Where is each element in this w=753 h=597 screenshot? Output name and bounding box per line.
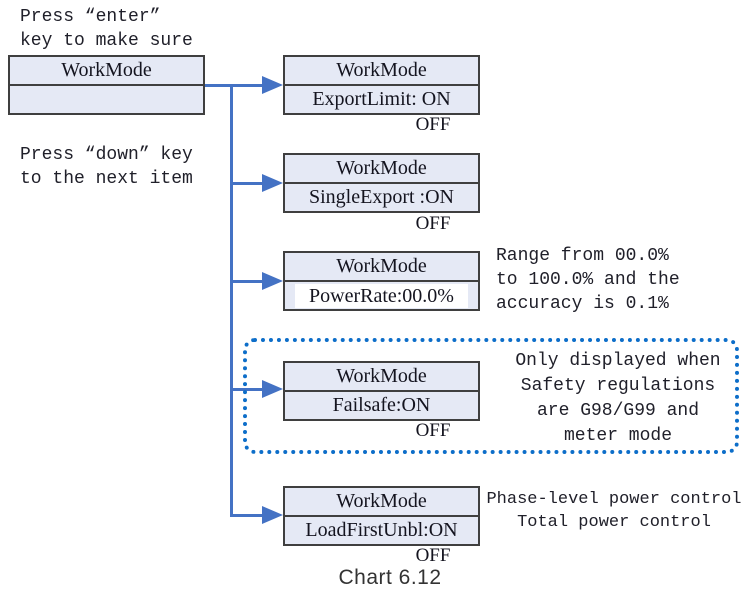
connector-branch-3 [230, 280, 265, 283]
root-workmode-box: WorkMode [8, 55, 205, 115]
arrow-icon-1 [262, 76, 283, 94]
branch-5-body: LoadFirstUnbl:ON [305, 519, 458, 541]
connector-branch-2 [230, 182, 265, 185]
instruction-press-enter: Press “enter” key to make sure [20, 7, 193, 51]
branch-5-title: WorkMode [285, 488, 478, 517]
arrow-icon-5 [262, 506, 283, 524]
branch-4-body: Failsafe:ON [332, 394, 431, 416]
chart-caption: Chart 6.12 [338, 566, 442, 589]
arrow-icon-2 [262, 174, 283, 192]
branch-2-off-label: OFF [415, 213, 451, 234]
branch-4-title: WorkMode [285, 363, 478, 392]
branch-box-failsafe: WorkMode Failsafe:ON [283, 361, 480, 421]
root-box-body [10, 86, 203, 113]
connector-branch-4 [230, 388, 265, 391]
branch-1-off-label: OFF [415, 114, 451, 135]
arrow-icon-3 [262, 272, 283, 290]
connector-branch-5 [230, 514, 265, 517]
branch-1-body: ExportLimit: ON [312, 88, 451, 110]
branch-box-exportlimit: WorkMode ExportLimit: ON [283, 55, 480, 115]
branch-4-off-label: OFF [415, 420, 451, 441]
instruction-press-down: Press “down” key to the next item [20, 145, 193, 189]
branch-1-title: WorkMode [285, 57, 478, 86]
connector-trunk [230, 84, 233, 517]
branch-5-off-label: OFF [415, 545, 451, 566]
failsafe-condition-note: Only displayed when Safety regulations a… [515, 351, 721, 446]
branch-2-body: SingleExport :ON [309, 186, 454, 208]
branch-3-body: PowerRate:00.0% [295, 283, 468, 308]
branch-3-title: WorkMode [285, 253, 478, 282]
root-box-title: WorkMode [10, 57, 203, 86]
branch-box-powerrate: WorkMode PowerRate:00.0% [283, 251, 480, 311]
connector-root-to-trunk [205, 84, 265, 87]
failsafe-dashed-callout [243, 338, 739, 454]
branch-box-singleexport: WorkMode SingleExport :ON [283, 153, 480, 213]
branch-box-loadfirstunbl: WorkMode LoadFirstUnbl:ON [283, 486, 480, 546]
branch-2-title: WorkMode [285, 155, 478, 184]
powerrate-range-note: Range from 00.0% to 100.0% and the accur… [496, 246, 680, 314]
power-control-note: Phase-level power control Total power co… [486, 490, 742, 532]
arrow-icon-4 [262, 380, 283, 398]
